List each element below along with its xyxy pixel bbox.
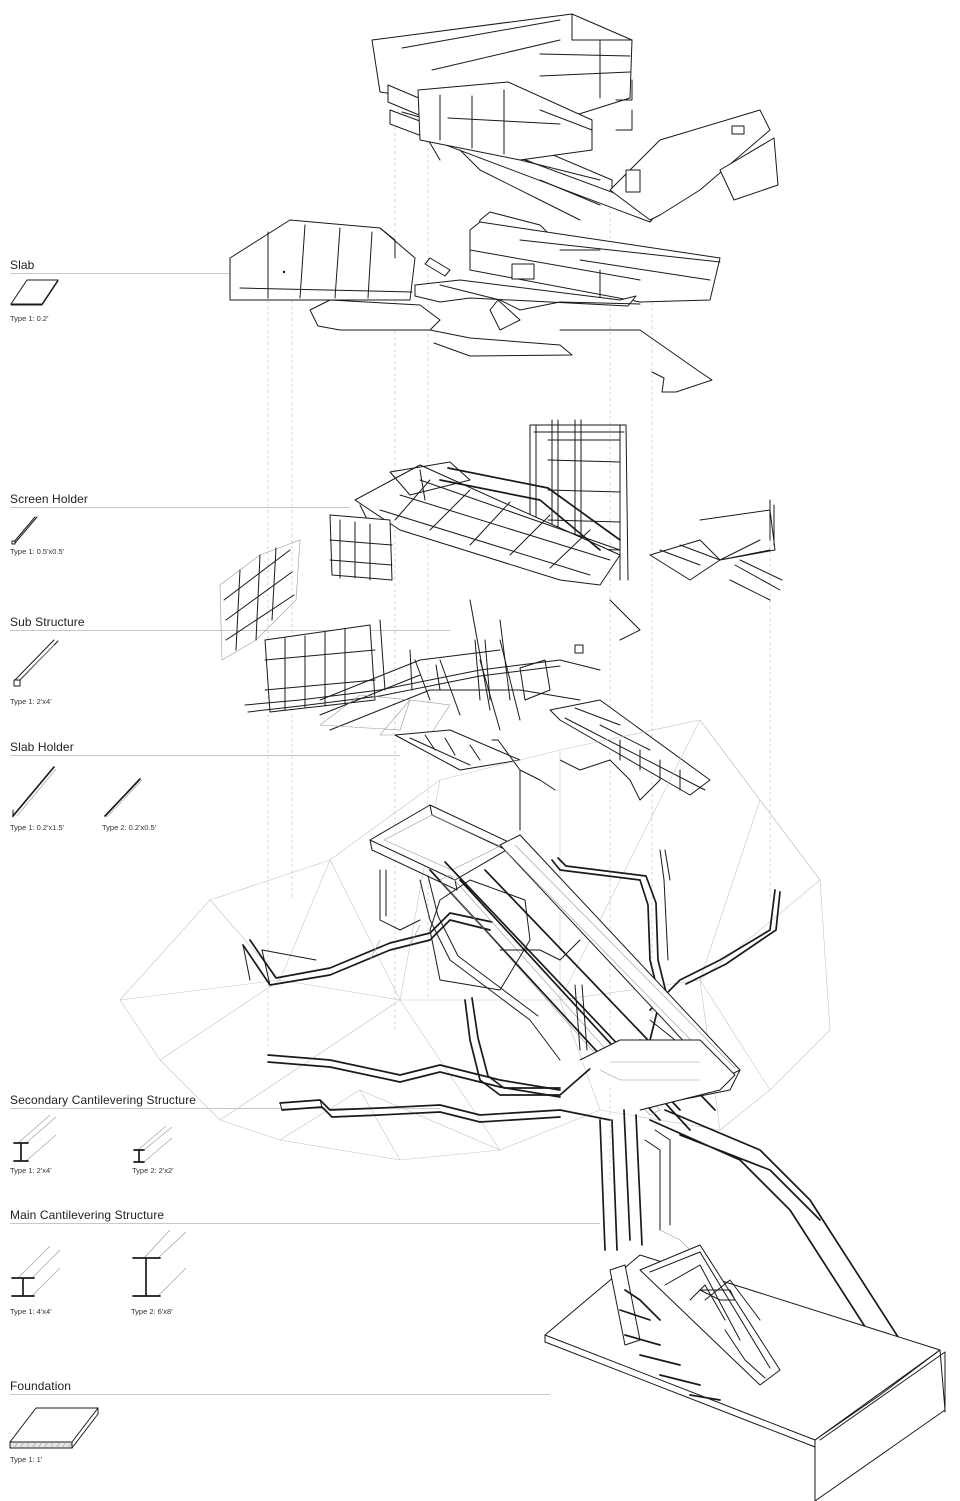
legend-title-main-cantilevering: Main Cantilevering Structure: [10, 1208, 165, 1222]
projection-guides: [267, 115, 771, 1180]
leader-line-main-cantilevering: [10, 1223, 600, 1224]
legend-title-foundation: Foundation: [10, 1379, 72, 1393]
type-label-main-2: Type 2: 6'x8': [131, 1307, 173, 1316]
screen-holder-layer: [219, 419, 783, 661]
leader-line-sub-structure: [10, 630, 450, 631]
upper-slab-layer: [371, 13, 779, 223]
leader-line-secondary-cantilevering: [10, 1108, 440, 1109]
ghost-triangulated-network: [119, 719, 831, 1161]
type-label-slab-1: Type 1: 0.2': [10, 314, 49, 323]
legend-title-secondary-cantilevering: Secondary Cantilevering Structure: [10, 1093, 197, 1107]
legend-title-slab: Slab: [10, 258, 35, 272]
leader-line-screen-holder: [10, 507, 350, 508]
leader-line-slab-holder: [10, 755, 400, 756]
slab-holder-layer: [394, 699, 711, 831]
slab-holder-type1-icon: [10, 764, 60, 820]
type-label-slab-holder-2: Type 2: 0.2'x0.5': [102, 823, 157, 832]
sub-structure-type1-icon: [10, 636, 60, 690]
foundation-type1-icon: [8, 1404, 100, 1450]
foundation-layer: [544, 1244, 946, 1501]
secondary-type1-i-beam-icon: [10, 1113, 58, 1165]
leader-line-foundation: [10, 1394, 550, 1395]
legend-title-screen-holder: Screen Holder: [10, 492, 89, 506]
main-type1-i-beam-icon: [10, 1244, 62, 1300]
slab-type1-icon: [10, 278, 60, 306]
type-label-secondary-2: Type 2: 2'x2': [132, 1166, 174, 1175]
type-label-sub-structure-1: Type 1: 2'x4': [10, 697, 52, 706]
main-cantilever-layer: [369, 804, 901, 1351]
type-label-main-1: Type 1: 4'x4': [10, 1307, 52, 1316]
sub-structure-layer: [244, 599, 601, 736]
secondary-type2-i-beam-icon: [132, 1122, 178, 1164]
secondary-cantilever-layer: [242, 849, 781, 1123]
type-label-screen-holder-1: Type 1: 0.5'x0.5': [10, 547, 65, 556]
leader-line-slab: [10, 273, 290, 274]
main-type2-i-beam-icon: [130, 1228, 192, 1300]
slab-layer: [229, 211, 721, 393]
legend-title-slab-holder: Slab Holder: [10, 740, 74, 754]
legend-title-sub-structure: Sub Structure: [10, 615, 85, 629]
type-label-foundation-1: Type 1: 1': [10, 1455, 43, 1464]
type-label-secondary-1: Type 1: 2'x4': [10, 1166, 52, 1175]
type-label-slab-holder-1: Type 1: 0.2'x1.5': [10, 823, 65, 832]
screen-holder-type1-icon: [10, 514, 40, 546]
slab-holder-type2-icon: [102, 776, 144, 820]
